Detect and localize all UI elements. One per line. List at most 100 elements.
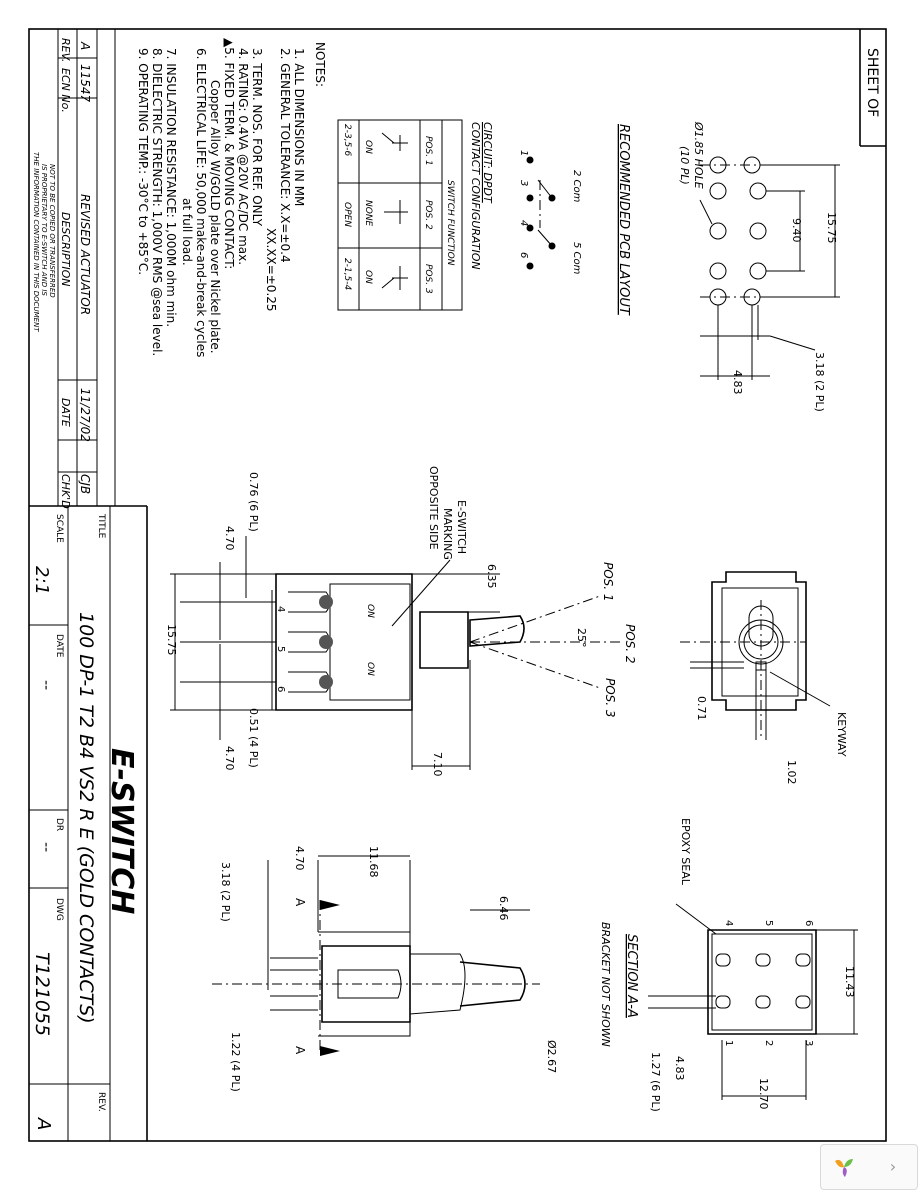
title-label: TITLE <box>96 513 106 539</box>
dim-051: 0.51 (4 PL) <box>247 708 260 768</box>
disclaimer-line-2: IS PROPRIETARY TO E-SWITCH AND IS <box>40 164 48 296</box>
description-header: DESCRIPTION <box>59 212 72 286</box>
side-on-2: ON <box>365 662 375 676</box>
pcb-hole-label: Ø1.85 HOLE <box>692 121 705 189</box>
pcb-dim-pitch: 9.40 <box>790 218 803 243</box>
dim-483: 4.83 <box>673 1056 686 1081</box>
dr-value: -- <box>38 842 54 852</box>
note-1: 1. ALL DIMENSIONS IN MM <box>292 48 306 206</box>
rev-value: A <box>33 1117 54 1130</box>
note-6: 6. ELECTRICAL LIFE: 50,000 make-and-brea… <box>194 48 208 357</box>
terminal-4: 4 <box>275 606 286 612</box>
pos3-header: POS. 3 <box>423 264 433 294</box>
note-2b: XX.XX=±0.25 <box>264 228 278 312</box>
dim-1143: 11.43 <box>843 966 856 998</box>
revision-table: REV. ECN No. DESCRIPTION DATE CHK'D A 11… <box>29 29 147 509</box>
rev-value: A <box>78 41 92 50</box>
section-pin-2: 2 <box>763 1040 774 1046</box>
date-label: DATE <box>54 634 64 658</box>
section-pin-3: 3 <box>803 1040 814 1046</box>
pos1-header: POS. 1 <box>423 136 433 166</box>
notes: NOTES: 1. ALL DIMENSIONS IN MM 2. GENERA… <box>136 38 327 357</box>
rev-header: REV. <box>59 38 72 62</box>
date-header: DATE <box>59 398 72 427</box>
note-6b: at full load. <box>180 198 194 266</box>
note-5b: Copper Alloy W/GOLD plate over Nickel pl… <box>208 80 222 354</box>
marking-1: E-SWITCH <box>455 500 468 554</box>
section-pin-4: 4 <box>723 920 734 926</box>
section-view: SECTION A-A BRACKET NOT SHOWN EPOXY SEAL… <box>599 818 858 1112</box>
notes-heading: NOTES: <box>313 42 327 87</box>
chkd-header: CHK'D <box>59 474 72 509</box>
description-value: REVISED ACTUATOR <box>78 194 92 315</box>
pos2-state: NONE <box>363 200 373 227</box>
section-subtitle: BRACKET NOT SHOWN <box>599 922 612 1047</box>
note-9: 9. OPERATING TEMP.: -30°C to +85°C. <box>136 48 150 275</box>
circuit-pin-2: 2 Com <box>571 170 582 203</box>
circuit-pin-4: 4 <box>518 220 529 226</box>
pos1-connection: 2-3,5-6 <box>342 124 352 157</box>
dim-470: 4.70 <box>293 846 306 871</box>
rev-label: REV. <box>96 1092 106 1112</box>
scale-label: SCALE <box>54 514 64 543</box>
sheet-of-label: SHEET OF <box>864 48 880 117</box>
circuit-pin-5: 5 Com <box>571 242 582 275</box>
viewer-logo-icon <box>835 1159 853 1177</box>
epoxy-label: EPOXY SEAL <box>679 818 692 886</box>
circuit-pin-3: 3 <box>518 180 529 186</box>
date-value: 11/27/02 <box>78 388 92 442</box>
circuit-pin-1: 1 <box>518 150 529 156</box>
e-switch-logo: E-SWITCH <box>104 748 139 914</box>
dwg-label: DWG <box>54 898 64 921</box>
terminal-5: 5 <box>275 646 286 652</box>
date-value: -- <box>38 680 54 690</box>
terminal-6: 6 <box>275 686 286 692</box>
note-5: ▲5. FIXED TERM. & MOVING CONTACT: <box>222 38 236 269</box>
dim-470-b: 4.70 <box>223 746 236 771</box>
dim-1270: 12.70 <box>757 1078 770 1110</box>
dim-635: 6.35 <box>485 564 498 589</box>
pcb-title: RECOMMENDED PCB LAYOUT <box>616 124 631 316</box>
pos2-label: POS. 2 <box>623 624 637 664</box>
viewer-nav: › <box>820 1144 918 1190</box>
part-title: 100 DP-1 T2 B4 VS2 R E (GOLD CONTACTS) <box>75 612 97 1024</box>
next-page-button[interactable]: › <box>889 1157 897 1176</box>
disclaimer-line-1: THE INFORMATION CONTAINED IN THIS DOCUME… <box>32 152 40 332</box>
note-2: 2. GENERAL TOLERANCE: X.X=±0.4 <box>278 48 292 263</box>
pcb-layout: RECOMMENDED PCB LAYOUT 15.75 9.40 Ø1.85 … <box>616 121 840 412</box>
pos3-state: ON <box>363 270 373 284</box>
dim-646: 6.46 <box>497 896 510 921</box>
ecn-value: 11547 <box>78 64 92 103</box>
dim-127: 1.27 (6 PL) <box>649 1052 662 1112</box>
section-mark-top: A <box>293 898 307 907</box>
dr-label: DR <box>54 818 64 831</box>
dim-318: 3.18 (2 PL) <box>219 862 232 922</box>
contact-config-title: CONTACT CONFIGURATION <box>469 122 482 270</box>
pcb-dim-318: 3.18 (2 PL) <box>813 352 826 412</box>
section-pin-1: 1 <box>723 1040 734 1046</box>
pos2-connection: OPEN <box>342 202 352 227</box>
pos1-label: POS. 1 <box>601 562 615 602</box>
dim-1575: 15.75 <box>165 624 178 656</box>
sheet-border <box>28 28 887 1142</box>
top-view: 0.71 1.02 KEYWAY <box>680 571 848 785</box>
marking-3: OPPOSITE SIDE <box>427 466 440 550</box>
dim-1168: 11.68 <box>367 846 380 878</box>
scale-value: 2:1 <box>31 566 52 595</box>
title-block: TITLE 100 DP-1 T2 B4 VS2 R E (GOLD CONTA… <box>29 506 148 1141</box>
section-title: SECTION A-A <box>624 934 639 1018</box>
side-view: POS. 1 POS. 2 POS. 3 25° 4 5 6 ON ON 6.3… <box>165 466 637 777</box>
disclaimer-line-3: NOT TO BE COPIED OR TRANSFERRED <box>48 164 56 298</box>
dim-470-a: 4.70 <box>223 526 236 551</box>
pos1-state: ON <box>363 140 373 154</box>
angle-label: 25° <box>575 628 588 648</box>
pcb-dim-483: 4.83 <box>731 370 744 395</box>
side-on-1: ON <box>365 604 375 618</box>
marking-2: MARKING <box>441 508 454 560</box>
note-4: 4. RATING: 0.4VA @20V AC/DC max. <box>236 48 250 265</box>
pcb-holes <box>709 156 767 306</box>
dim-102: 1.02 <box>785 760 798 785</box>
dim-076: 0.76 (6 PL) <box>247 472 260 532</box>
front-view: 11.68 4.70 3.18 (2 PL) 6.46 1.22 (4 PL) … <box>212 846 558 1092</box>
section-pin-5: 5 <box>763 920 774 926</box>
